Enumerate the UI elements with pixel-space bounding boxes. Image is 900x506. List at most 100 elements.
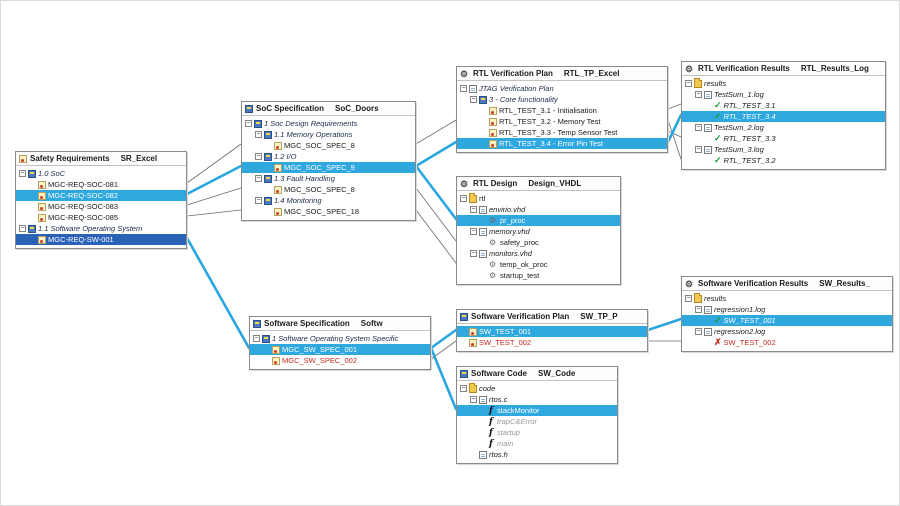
tree-item[interactable]: MGC_SW_SPEC_001 — [250, 344, 430, 355]
collapse-expander-icon[interactable] — [255, 197, 262, 204]
doc-icon — [272, 356, 280, 365]
tree-item[interactable]: ✗SW_TEST_002 — [682, 337, 892, 348]
tree-item[interactable]: rtos.c — [457, 394, 617, 405]
collapse-expander-icon[interactable] — [695, 91, 702, 98]
tree-item[interactable]: RTL_TEST_3.3 - Temp Sensor Test — [457, 127, 667, 138]
tree-item[interactable]: 3 - Core functionality — [457, 94, 667, 105]
tree-item[interactable]: rtos.h — [457, 449, 617, 460]
tree-item[interactable]: RTL_TEST_3.4 - Error Pin Test — [457, 138, 667, 149]
collapse-expander-icon[interactable] — [460, 385, 467, 392]
doc-icon — [19, 154, 27, 163]
collapse-expander-icon[interactable] — [470, 228, 477, 235]
collapse-expander-icon[interactable] — [255, 175, 262, 182]
tree-item[interactable]: MGC_SW_SPEC_002 — [250, 355, 430, 366]
file-icon — [479, 450, 487, 459]
collapse-expander-icon[interactable] — [695, 146, 702, 153]
collapse-expander-icon[interactable] — [253, 335, 260, 342]
collapse-expander-icon[interactable] — [460, 85, 467, 92]
tree-item-label: MGC_SOC_SPEC_8 — [284, 185, 355, 194]
tree-item[interactable]: RTL_TEST_3.1 - Initialisation — [457, 105, 667, 116]
tree-item[interactable]: 1.2 I/O — [242, 151, 415, 162]
tree-item[interactable]: 1.3 Fault Handling — [242, 173, 415, 184]
tree-item[interactable]: monitors.vhd — [457, 248, 620, 259]
tree-item[interactable]: JTAG Verification Plan — [457, 83, 667, 94]
collapse-expander-icon[interactable] — [470, 396, 477, 403]
tree-item[interactable]: safety_proc — [457, 237, 620, 248]
tree-item[interactable]: SW_TEST_001 — [457, 326, 647, 337]
tree-item-label: JTAG Verification Plan — [479, 84, 554, 93]
tree-item[interactable]: MGC-REQ-SOC-082 — [16, 190, 186, 201]
tree-item[interactable]: 1.0 SoC — [16, 168, 186, 179]
tree-item[interactable]: startup_test — [457, 270, 620, 281]
collapse-expander-icon[interactable] — [19, 225, 26, 232]
collapse-expander-icon[interactable] — [19, 170, 26, 177]
tree-item[interactable]: stackMonitor — [457, 405, 617, 416]
collapse-expander-icon[interactable] — [470, 96, 477, 103]
trace-link-highlight — [185, 164, 243, 196]
gear-icon — [460, 180, 470, 188]
tree-item[interactable]: MGC_SOC_SPEC_8 — [242, 140, 415, 151]
tree-item[interactable]: TestSum_3.log — [682, 144, 885, 155]
tree-item[interactable]: MGC-REQ-SOC-085 — [16, 212, 186, 223]
collapse-expander-icon[interactable] — [695, 124, 702, 131]
tree-item[interactable]: SW_TEST_002 — [457, 337, 647, 348]
tree-item[interactable]: ✓RTL_TEST_3.2 — [682, 155, 885, 166]
tree-item[interactable]: MGC-REQ-SOC-081 — [16, 179, 186, 190]
collapse-expander-icon[interactable] — [695, 306, 702, 313]
tree-item-label: RTL_TEST_3.1 — [723, 101, 776, 110]
tree-item[interactable]: 1.1 Software Operating System — [16, 223, 186, 234]
tree-item[interactable]: ✓RTL_TEST_3.4 — [682, 111, 885, 122]
collapse-expander-icon[interactable] — [685, 80, 692, 87]
tree-item[interactable]: MGC_SOC_SPEC_8 — [242, 184, 415, 195]
book-icon — [262, 334, 270, 343]
tree-item[interactable]: startup — [457, 427, 617, 439]
collapse-expander-icon[interactable] — [460, 195, 467, 202]
collapse-expander-icon[interactable] — [685, 295, 692, 302]
tree-item[interactable]: MGC-REQ-SW-001 — [16, 234, 186, 245]
tree-item[interactable]: regression1.log — [682, 304, 892, 315]
tree-item[interactable]: ✓RTL_TEST_3.1 — [682, 100, 885, 111]
tree-item[interactable]: results — [682, 78, 885, 89]
tree-item[interactable]: trapC&Error — [457, 416, 617, 428]
tree-item[interactable]: TestSum_1.log — [682, 89, 885, 100]
tree-item[interactable]: envirio.vhd — [457, 204, 620, 215]
tree-item[interactable]: temp_ok_proc — [457, 259, 620, 270]
tree-item[interactable]: memory.vhd — [457, 226, 620, 237]
tree-item[interactable]: 1 Software Operating System Specific — [250, 333, 430, 344]
tree-item[interactable]: ✓SW_TEST_001 — [682, 315, 892, 326]
collapse-expander-icon[interactable] — [695, 328, 702, 335]
tree-item[interactable]: 1.1 Memory Operations — [242, 129, 415, 140]
tree-item[interactable]: MGC-REQ-SOC-083 — [16, 201, 186, 212]
tree-item[interactable]: pr_proc — [457, 215, 620, 226]
tree-item[interactable]: code — [457, 383, 617, 394]
tree-item[interactable]: ✓RTL_TEST_3.3 — [682, 133, 885, 144]
tree-item[interactable]: RTL_TEST_3.2 - Memory Test — [457, 116, 667, 127]
panel-software-verification-results: Software Verification ResultsSW_Results_… — [681, 276, 893, 352]
tree-item[interactable]: MGC_SOC_SPEC_18 — [242, 206, 415, 217]
tree-item[interactable]: main — [457, 438, 617, 450]
folder-icon — [469, 383, 477, 393]
tree-item[interactable]: results — [682, 293, 892, 304]
collapse-expander-icon[interactable] — [245, 120, 252, 127]
tree-item[interactable]: 1 Soc Design Requirements — [242, 118, 415, 129]
collapse-expander-icon[interactable] — [255, 131, 262, 138]
tree-item[interactable]: 1.4 Monitoring — [242, 195, 415, 206]
doc-icon — [274, 141, 282, 150]
tree-item[interactable]: MGC_SOC_SPEC_9 — [242, 162, 415, 173]
trace-link — [186, 209, 242, 217]
tree-item[interactable]: TestSum_2.log — [682, 122, 885, 133]
tree-item[interactable]: regression2.log — [682, 326, 892, 337]
collapse-expander-icon[interactable] — [470, 250, 477, 257]
collapse-expander-icon[interactable] — [470, 206, 477, 213]
tree-item[interactable]: rtl — [457, 193, 620, 204]
collapse-expander-icon[interactable] — [255, 153, 262, 160]
